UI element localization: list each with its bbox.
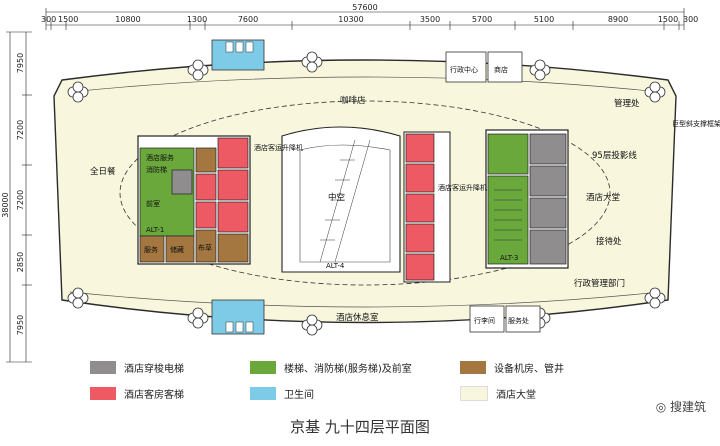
label-storage: 储藏 (170, 245, 184, 254)
label-mega-brace: 巨型斜支撑框架 (672, 119, 720, 128)
label-management: 管理处 (614, 98, 640, 109)
dim-top-5: 10300 (338, 15, 363, 24)
business-center-room (445, 51, 487, 83)
legend-swatch (250, 387, 276, 400)
label-alt1: ALT-1 (146, 226, 164, 234)
atrium-stair (319, 139, 371, 263)
right-core-stair (494, 189, 522, 241)
label-exec-mgmt: 行政管理部门 (574, 278, 625, 289)
toilet-stall-6 (245, 321, 254, 333)
toilet-stall-2 (235, 41, 244, 53)
label-95-line: 95层投影线 (592, 150, 637, 161)
label-cafe: 咖啡店 (340, 95, 366, 106)
label-hotel-core: 酒店服务 (146, 153, 174, 162)
dim-top-7: 5700 (472, 15, 492, 24)
page-caption: 京基 九十四层平面图 (290, 418, 430, 436)
legend-item-lobby: 酒店大堂 (460, 386, 536, 401)
legend: 酒店穿梭电梯 楼梯、消防梯(服务梯)及前室 设备机房、管井 酒店客房客梯 卫生间… (90, 360, 610, 410)
label-hotel-lift-2: 酒店客运升降机 (438, 183, 487, 192)
dim-total-left: 38000 (1, 192, 10, 217)
legend-label: 楼梯、消防梯(服务梯)及前室 (284, 364, 412, 375)
legend-swatch (460, 386, 488, 401)
label-front-room: 前室 (146, 199, 160, 208)
dim-top-2: 10800 (115, 15, 140, 24)
label-shop: 商店 (494, 65, 508, 74)
dim-top-4: 7600 (238, 15, 258, 24)
label-hotel-lift-1: 酒店客运升降机 (254, 143, 303, 152)
dim-top-1: 1500 (58, 15, 78, 24)
dim-left-1: 7200 (16, 120, 25, 140)
label-business-center: 行政中心 (450, 65, 478, 74)
left-dimensions (6, 31, 32, 363)
projection-ellipse (119, 100, 611, 286)
dim-total-top: 57600 (352, 3, 377, 12)
dim-top-3: 1300 (187, 15, 207, 24)
corner-columns (67, 51, 666, 336)
legend-label: 酒店穿梭电梯 (124, 364, 184, 375)
brand-text: 搜建筑 (669, 400, 706, 414)
legend-label: 卫生间 (284, 390, 314, 401)
shop-room (487, 51, 523, 83)
toilet-stall-1 (225, 41, 234, 53)
label-alt4: ALT-4 (326, 262, 345, 270)
legend-item-stairs: 楼梯、消防梯(服务梯)及前室 (250, 360, 412, 375)
legend-item-guest-lift: 酒店客房客梯 (90, 386, 184, 401)
dim-left-4: 7950 (16, 315, 25, 335)
brand-watermark: ◎ 搜建筑 (656, 398, 706, 415)
inner-facade-top (69, 76, 661, 93)
dim-top-8: 5100 (534, 15, 554, 24)
dim-top-11: 300 (683, 15, 698, 24)
top-dimensions (45, 8, 685, 30)
left-core (137, 135, 251, 265)
label-atrium: 中空 (328, 192, 345, 203)
dim-top-9: 8900 (608, 15, 628, 24)
dim-top-6: 3500 (420, 15, 440, 24)
inner-facade-bottom (69, 291, 661, 308)
label-luggage: 行李间 (474, 316, 495, 325)
label-concierge: 服务处 (508, 316, 529, 325)
right-core (485, 129, 569, 269)
guest-lift-bank (403, 131, 451, 283)
legend-label: 酒店大堂 (496, 390, 536, 401)
legend-swatch (250, 361, 276, 374)
dim-left-3: 2850 (16, 252, 25, 272)
concierge-room (505, 305, 541, 333)
luggage-room (469, 305, 505, 333)
toilet-stall-5 (235, 321, 244, 333)
brand-icon: ◎ (655, 400, 670, 414)
label-linen: 布草 (198, 243, 212, 252)
label-lounge: 酒店休息室 (336, 312, 379, 323)
atrium-outline (281, 126, 401, 273)
label-alt3: ALT-3 (500, 254, 518, 262)
dim-left-0: 7950 (16, 53, 25, 73)
atrium-void (299, 144, 391, 263)
legend-item-toilet: 卫生间 (250, 386, 314, 401)
dim-left-2: 7200 (16, 190, 25, 210)
legend-swatch (90, 387, 116, 400)
label-reception: 接待处 (596, 236, 622, 247)
label-evac-lift: 消防梯 (146, 165, 167, 174)
toilet-stall-4 (225, 321, 234, 333)
label-hotel-lobby: 酒店大堂 (586, 192, 620, 203)
toilet-bottom (211, 299, 265, 335)
legend-label: 设备机房、管井 (494, 364, 564, 375)
toilet-stall-3 (245, 41, 254, 53)
legend-item-equipment: 设备机房、管井 (460, 360, 564, 375)
dim-top-0: 300 (41, 15, 56, 24)
label-service: 服务 (144, 245, 158, 254)
legend-swatch (90, 361, 116, 374)
legend-label: 酒店客房客梯 (124, 390, 184, 401)
legend-swatch (460, 361, 486, 374)
legend-item-shuttle-lift: 酒店穿梭电梯 (90, 360, 184, 375)
label-all-day-dining: 全日餐 (90, 166, 116, 177)
dim-top-10: 1500 (658, 15, 678, 24)
